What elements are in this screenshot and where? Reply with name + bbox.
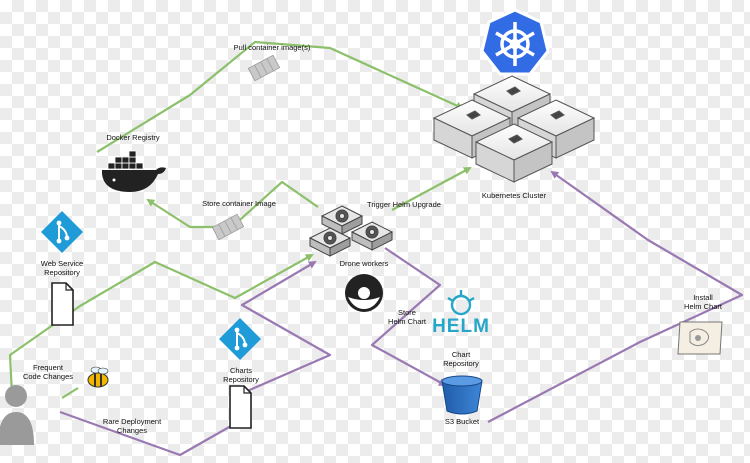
docker-whale-icon xyxy=(102,150,166,192)
store-container-image-label: Store container Image xyxy=(202,199,276,208)
path-pull-container-image xyxy=(96,40,464,153)
path-s3-to-install xyxy=(487,170,744,423)
document-icon-charts xyxy=(229,385,252,429)
path-web-service-to-drone xyxy=(8,254,314,396)
helm-logo-icon xyxy=(447,290,475,316)
git-icon-charts xyxy=(219,318,261,360)
pull-container-image-label: Pull container image(s) xyxy=(234,43,311,52)
frequent-code-changes-label-line2: Code Changes xyxy=(23,372,73,381)
git-icon-web-service xyxy=(41,211,83,253)
store-helm-chart-label-line2: Helm Chart xyxy=(388,317,427,326)
path-frequent-changes xyxy=(61,387,79,399)
drone-workers xyxy=(308,205,394,257)
path-charts-repo-to-drone xyxy=(240,260,332,394)
cluster-node-front xyxy=(474,123,554,183)
chart-repo-label-line1: Chart xyxy=(452,350,471,359)
kubernetes-cluster-label: Kubernetes Cluster xyxy=(482,191,547,200)
path-drone-to-helm xyxy=(370,247,447,386)
web-service-repo-label-line1: Web Service xyxy=(41,259,83,268)
drone-worker-3 xyxy=(350,221,394,251)
path-trigger-helm-upgrade xyxy=(391,167,472,211)
bee-icon xyxy=(87,366,109,388)
web-service-repo-label-line2: Repository xyxy=(44,268,80,277)
helm-wheel-icon xyxy=(495,22,535,66)
kubernetes-cluster xyxy=(432,75,596,183)
container-image-icon-pull xyxy=(247,54,281,82)
charts-repo-label-line1: Charts xyxy=(230,366,252,375)
helm-wordmark: HELM xyxy=(432,316,490,337)
frequent-code-changes-label-line1: Frequent xyxy=(33,363,64,372)
s3-bucket-icon xyxy=(441,375,483,415)
drone-worker-2 xyxy=(308,227,352,257)
document-icon-web-service xyxy=(51,282,74,326)
chart-repo-label-line2: Repository xyxy=(443,359,479,368)
green-paths xyxy=(8,40,472,399)
docker-registry-label: Docker Registry xyxy=(106,133,160,142)
charts-repo-label-line2: Repository xyxy=(223,375,259,384)
drone-logo-icon xyxy=(345,274,383,312)
s3-bucket-label: S3 Bucket xyxy=(445,417,480,426)
store-helm-chart-label-line1: Store xyxy=(398,308,416,317)
helm-chart-scroll-icon xyxy=(677,321,723,355)
trigger-helm-upgrade-label: Trigger Helm Upgrade xyxy=(367,200,441,209)
install-helm-chart-label-line2: Helm Chart xyxy=(684,302,723,311)
purple-paths xyxy=(59,170,744,457)
rare-deployment-changes-label-line2: Changes xyxy=(117,426,147,435)
install-helm-chart-label-line1: Install xyxy=(693,293,713,302)
rare-deployment-changes-label-line1: Rare Deployment xyxy=(103,417,162,426)
container-image-icon-store xyxy=(211,213,245,241)
path-rare-deployment xyxy=(59,410,240,457)
drone-workers-label: Drone workers xyxy=(340,259,389,268)
kubernetes-logo xyxy=(480,8,550,76)
developer-person-icon xyxy=(0,385,34,445)
drone-worker-1 xyxy=(320,205,364,235)
